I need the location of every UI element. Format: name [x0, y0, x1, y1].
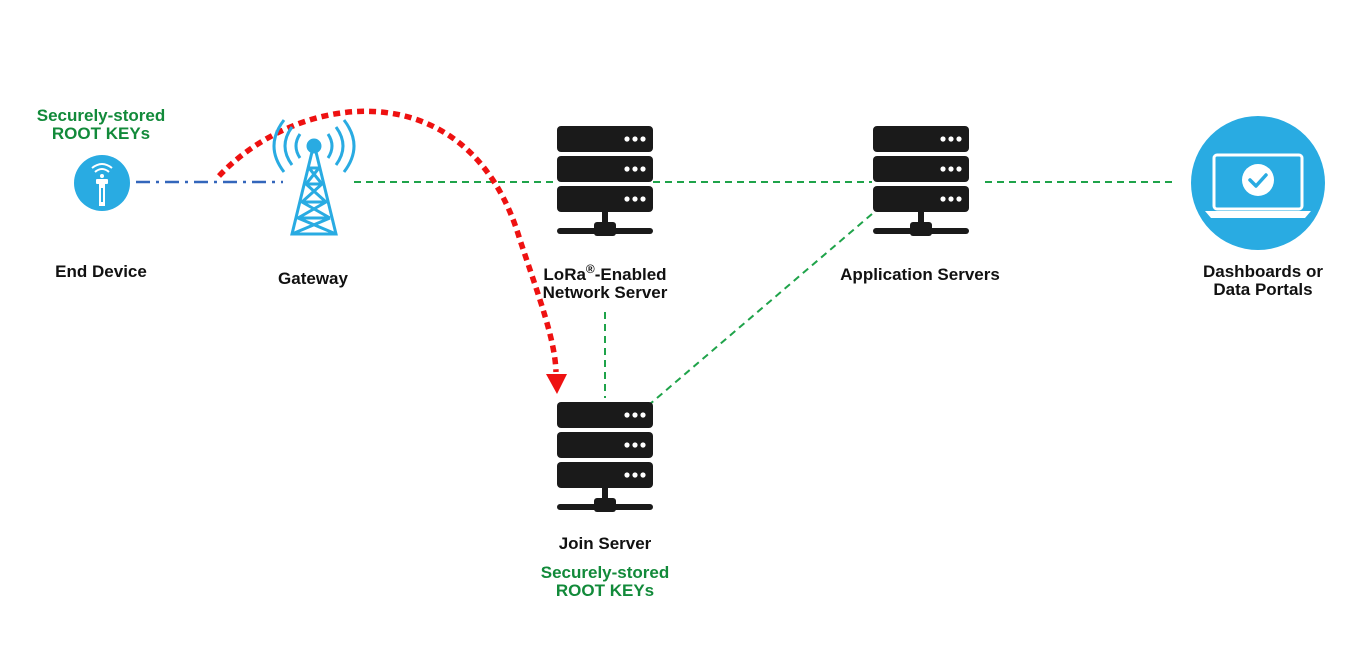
application-servers-label: Application Servers [840, 265, 1000, 284]
join-server-keys-label: Securely-stored ROOT KEYs [540, 563, 670, 600]
end-device-label: End Device [55, 262, 147, 281]
gateway-label: Gateway [278, 269, 348, 288]
dashboards-label: Dashboards or Data Portals [1203, 262, 1323, 299]
laptop-check-icon [1191, 116, 1325, 250]
link-application-servers-to-join-server [649, 213, 873, 405]
wireless-sensor-icon [74, 155, 130, 211]
application-servers-icon [873, 126, 969, 236]
join-request-arrowhead [546, 374, 567, 394]
join-server-label: Join Server [558, 534, 652, 553]
join-request-arrow [216, 108, 559, 373]
radio-tower-icon [272, 119, 356, 236]
network-server-label: LoRa®-Enabled Network Server [542, 262, 668, 302]
end-device-keys-label: Securely-stored ROOT KEYs [36, 106, 166, 143]
network-server-icon [557, 126, 653, 236]
join-server-icon [557, 402, 653, 512]
